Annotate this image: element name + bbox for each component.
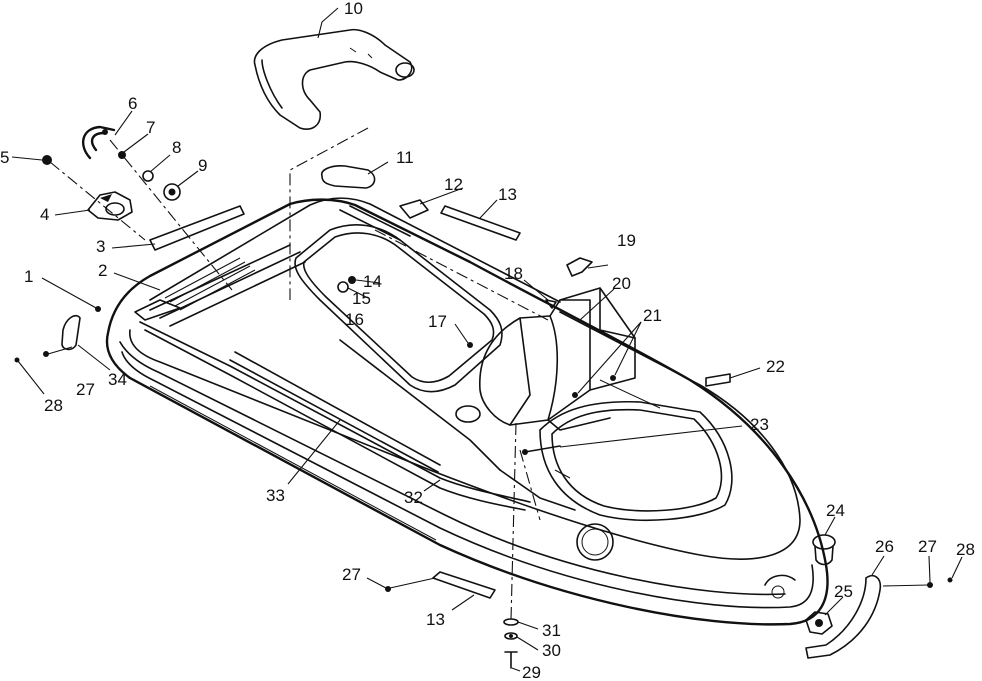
u-bolt-part bbox=[81, 125, 116, 160]
hole-21b bbox=[572, 392, 578, 398]
callout-22: 22 bbox=[766, 357, 785, 376]
callout-3: 3 bbox=[96, 237, 105, 256]
callout-24: 24 bbox=[826, 501, 845, 520]
callout-25: 25 bbox=[834, 582, 853, 601]
decal-22 bbox=[705, 373, 731, 387]
callout-13a: 13 bbox=[498, 185, 517, 204]
callout-8: 8 bbox=[172, 138, 181, 157]
leader-lines bbox=[11, 7, 963, 672]
callout-30: 30 bbox=[542, 641, 561, 660]
nut-25 bbox=[805, 611, 833, 635]
callout-12: 12 bbox=[444, 175, 463, 194]
callout-11: 11 bbox=[396, 148, 414, 167]
callout-29: 29 bbox=[522, 663, 541, 681]
trim-strip-part bbox=[149, 205, 245, 251]
callout-17: 17 bbox=[428, 312, 447, 331]
callout-13b: 13 bbox=[426, 610, 445, 629]
grommet-14 bbox=[348, 276, 356, 284]
latch-part bbox=[87, 191, 133, 221]
u-bolt-end bbox=[102, 129, 108, 135]
callout-27b: 27 bbox=[76, 380, 95, 399]
callout-6: 6 bbox=[128, 94, 137, 113]
screw-5 bbox=[42, 155, 52, 165]
grommet-15 bbox=[337, 281, 349, 293]
callout-16: 16 bbox=[345, 310, 364, 329]
callout-7: 7 bbox=[146, 118, 155, 137]
callout-14: 14 bbox=[363, 272, 382, 291]
callout-23: 23 bbox=[750, 415, 769, 434]
callout-33: 33 bbox=[266, 486, 285, 505]
hull-deck bbox=[105, 197, 829, 626]
washer-8 bbox=[142, 170, 154, 182]
callout-21: 21 bbox=[643, 306, 662, 325]
callout-34: 34 bbox=[108, 370, 127, 389]
screw-17 bbox=[467, 342, 473, 348]
callout-26: 26 bbox=[875, 537, 894, 556]
callout-32: 32 bbox=[404, 488, 423, 507]
callout-18: 18 bbox=[504, 264, 523, 283]
nut-9 bbox=[163, 183, 181, 201]
pad-part bbox=[321, 165, 376, 189]
strip-part-lower bbox=[432, 571, 496, 599]
callout-31: 31 bbox=[542, 621, 561, 640]
plug-24 bbox=[812, 534, 836, 566]
callout-2: 2 bbox=[98, 261, 107, 280]
callout-27a: 27 bbox=[918, 537, 937, 556]
hole-21a bbox=[610, 375, 616, 381]
callout-27c: 27 bbox=[342, 565, 361, 584]
bolt-23-head bbox=[522, 449, 528, 455]
fastener-27-lower bbox=[385, 586, 391, 592]
assembly-lines bbox=[49, 127, 549, 621]
callout-5: 5 bbox=[0, 148, 9, 167]
bumper-part bbox=[61, 314, 81, 351]
clip-19 bbox=[566, 257, 593, 277]
block-part bbox=[399, 199, 429, 219]
callout-28b: 28 bbox=[44, 396, 63, 415]
callout-28a: 28 bbox=[956, 540, 975, 559]
grab-handle-part bbox=[253, 28, 415, 130]
fastener-27-right bbox=[927, 582, 933, 588]
callout-20: 20 bbox=[612, 274, 631, 293]
callout-10: 10 bbox=[344, 0, 363, 18]
callout-9: 9 bbox=[198, 156, 207, 175]
clip-18 bbox=[545, 299, 557, 309]
bolt-23 bbox=[524, 445, 561, 453]
callout-4: 4 bbox=[40, 205, 49, 224]
bow-bumper-part bbox=[805, 574, 882, 659]
fastener-27-left bbox=[43, 351, 49, 357]
callout-1: 1 bbox=[24, 267, 33, 286]
strip-part-upper bbox=[440, 205, 521, 241]
callout-15: 15 bbox=[352, 289, 371, 308]
callout-19: 19 bbox=[617, 231, 636, 250]
fastener-28-right bbox=[947, 577, 953, 583]
fastener-stack-29-31 bbox=[503, 618, 519, 669]
